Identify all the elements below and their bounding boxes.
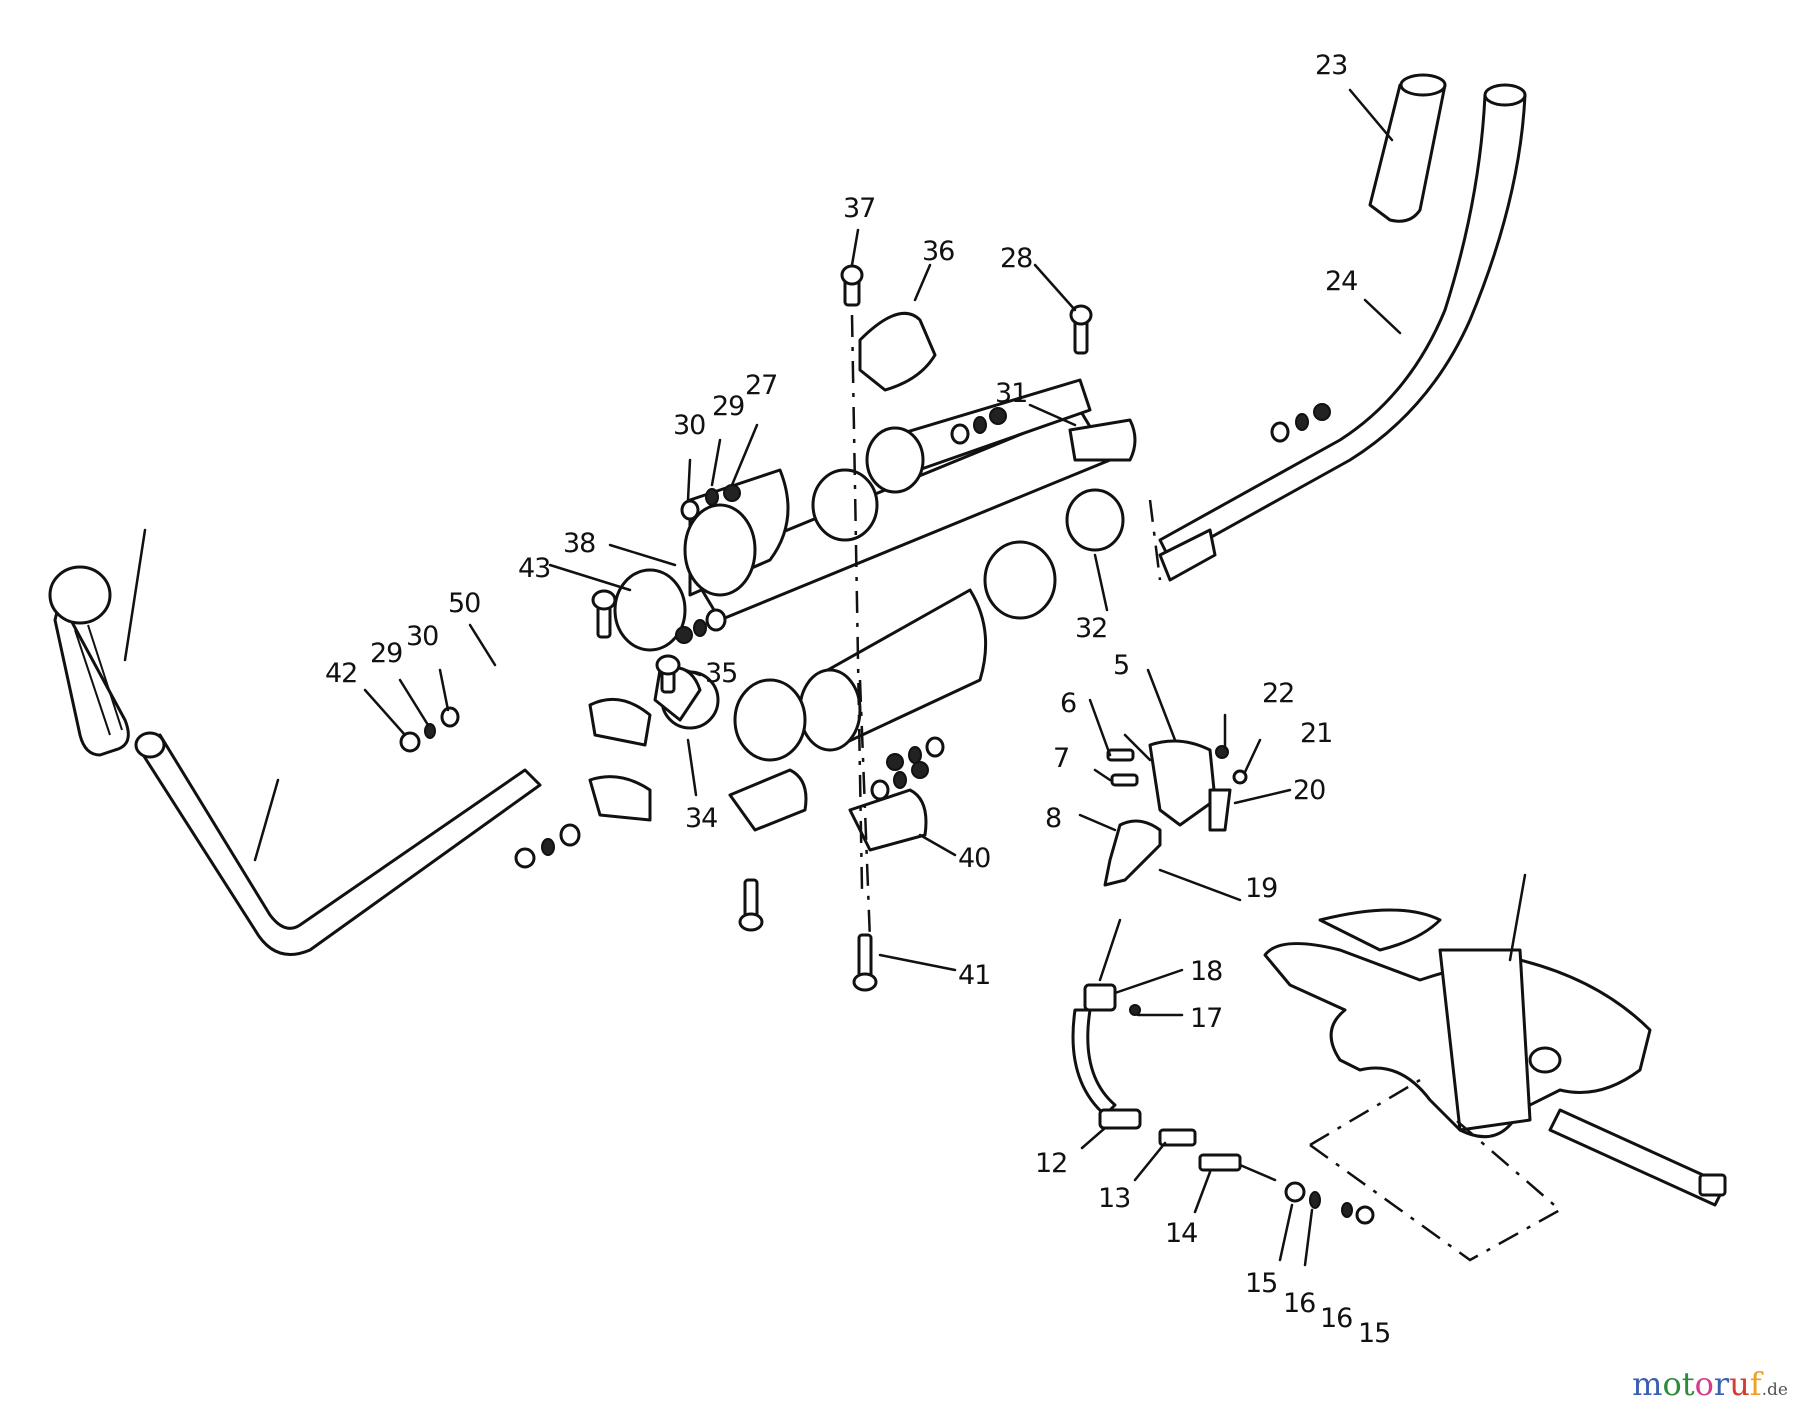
clamp-35 xyxy=(858,311,937,392)
part-label-30-top: 30 xyxy=(673,410,706,441)
part-label-23: 23 xyxy=(1315,50,1348,81)
part-label-31: 31 xyxy=(995,378,1028,409)
part-label-7: 7 xyxy=(1053,743,1070,774)
watermark-suffix: .de xyxy=(1761,1380,1788,1400)
bolts xyxy=(591,264,1093,992)
part-label-40: 41 xyxy=(958,960,991,991)
clamps xyxy=(588,418,1137,852)
part-label-27: 27 xyxy=(745,370,778,401)
part-label-15-a: 15 xyxy=(1245,1268,1278,1299)
watermark-letter: o xyxy=(1662,1365,1682,1403)
leader-lines xyxy=(363,88,1527,1267)
part-label-15-b: 15 xyxy=(1358,1318,1391,1349)
part-label-5: 5 xyxy=(1113,650,1130,681)
part-label-35: 36 xyxy=(922,236,955,267)
part-label-13: 13 xyxy=(1098,1183,1131,1214)
shoulder-harness xyxy=(1263,908,1727,1262)
part-label-21: 21 xyxy=(1300,718,1333,749)
throttle-cable xyxy=(1071,918,1375,1225)
watermark-letter: f xyxy=(1749,1365,1762,1403)
part-label-17: 17 xyxy=(1190,1003,1223,1034)
part-label-32: 32 xyxy=(1075,613,1108,644)
part-label-14: 14 xyxy=(1165,1218,1198,1249)
part-label-16-a: 16 xyxy=(1283,1288,1316,1319)
part-label-41: 43 xyxy=(518,553,551,584)
washers-nuts xyxy=(399,403,1331,869)
watermark-letter: u xyxy=(1729,1365,1750,1403)
part-label-12: 12 xyxy=(1035,1148,1068,1179)
part-label-16-b: 16 xyxy=(1320,1303,1353,1334)
watermark-letter: t xyxy=(1681,1365,1695,1403)
part-label-22: 22 xyxy=(1262,678,1295,709)
part-label-42: 42 xyxy=(325,658,358,689)
part-label-6: 6 xyxy=(1060,688,1077,719)
throttle-lever xyxy=(1103,819,1162,887)
part-label-28: 28 xyxy=(1000,243,1033,274)
left-grip xyxy=(48,528,147,757)
part-label-36: 37 xyxy=(843,193,876,224)
part-label-18: 18 xyxy=(1190,956,1223,987)
throttle-housing xyxy=(1106,739,1248,832)
part-label-43: 50 xyxy=(448,588,481,619)
watermark-letter: r xyxy=(1713,1365,1730,1403)
watermark-letter: m xyxy=(1632,1365,1663,1403)
watermark-letter: o xyxy=(1694,1365,1714,1403)
right-grip xyxy=(1368,73,1447,223)
left-handle-tube xyxy=(134,731,542,956)
part-label-29-top: 29 xyxy=(712,391,745,422)
right-handle-tube xyxy=(1148,83,1527,582)
part-label-33: 34 xyxy=(685,803,718,834)
part-label-29-left: 29 xyxy=(370,638,403,669)
part-label-8: 8 xyxy=(1045,803,1062,834)
part-label-30-left: 30 xyxy=(406,621,439,652)
part-label-24: 24 xyxy=(1325,266,1358,297)
rubber-mounts xyxy=(613,468,1057,762)
part-label-20: 20 xyxy=(1293,775,1326,806)
part-label-34: 35 xyxy=(705,658,738,689)
part-label-38: 40 xyxy=(958,843,991,874)
part-label-19: 19 xyxy=(1245,873,1278,904)
motoruf-watermark: motoruf.de xyxy=(1632,1365,1788,1403)
part-label-37: 38 xyxy=(563,528,596,559)
